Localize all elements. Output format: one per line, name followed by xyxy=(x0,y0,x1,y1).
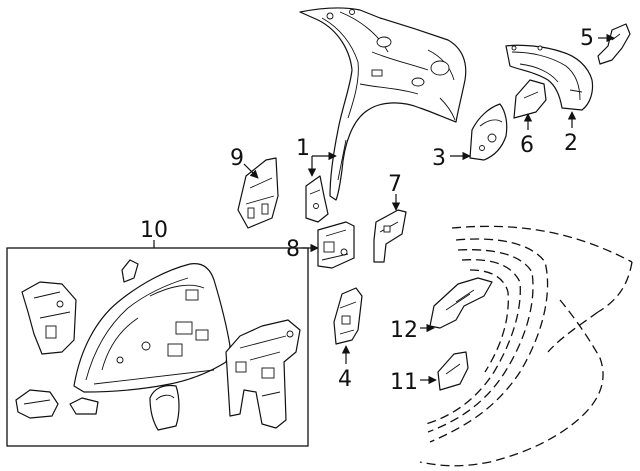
leader-lines xyxy=(153,33,615,385)
part-1-reinforcement xyxy=(305,175,329,223)
part-11-cap xyxy=(437,351,469,391)
callout-11: 11 xyxy=(390,370,418,395)
group-10-frame xyxy=(6,247,309,447)
callout-3: 3 xyxy=(432,146,446,171)
part-6-brace xyxy=(513,79,547,119)
callout-2: 2 xyxy=(564,131,578,156)
callout-4: 4 xyxy=(338,367,352,392)
part-1-quarter-inner-panel xyxy=(299,7,467,201)
callout-labels: 1 2 3 4 5 6 7 8 9 10 11 12 xyxy=(140,26,594,395)
callout-6: 6 xyxy=(520,133,534,158)
vehicle-body-outline xyxy=(419,225,633,467)
part-8-bracket xyxy=(317,221,355,269)
part-3-wheelhouse-bracket xyxy=(469,103,508,161)
callout-9: 9 xyxy=(230,146,244,171)
callout-10: 10 xyxy=(140,218,168,243)
part-12-panel xyxy=(429,277,493,329)
part-9-bracket xyxy=(237,157,279,229)
part-7-pillar-brace xyxy=(373,209,407,263)
part-5-bracket xyxy=(597,23,631,65)
callout-1: 1 xyxy=(296,136,310,161)
callout-12: 12 xyxy=(390,318,418,343)
part-2-lamp-pocket xyxy=(505,44,594,111)
part-4-lower-pillar xyxy=(333,287,363,345)
leader-9 xyxy=(243,163,259,179)
callout-8: 8 xyxy=(286,237,300,262)
callout-5: 5 xyxy=(580,26,594,51)
callout-7: 7 xyxy=(388,172,402,197)
part-10-liner-assembly xyxy=(15,259,301,431)
